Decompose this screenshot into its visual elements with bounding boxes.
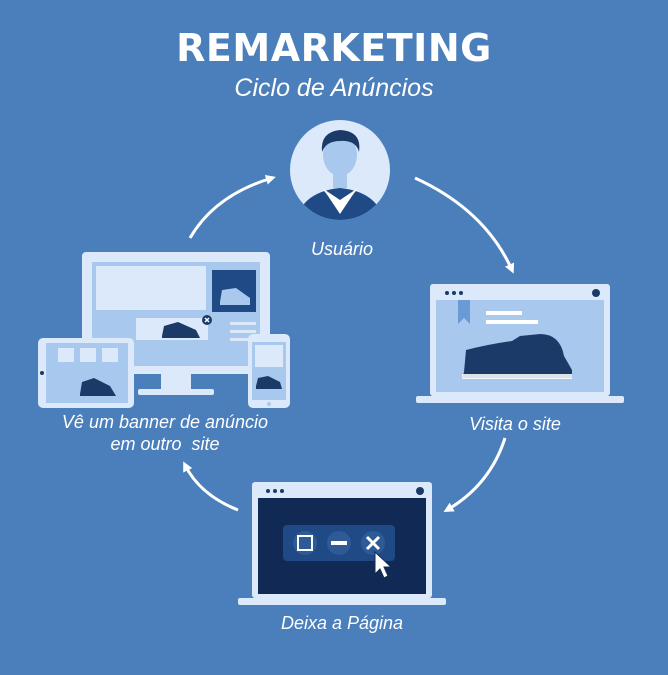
step-label-banner-line1: Vê um banner de anúncio	[61, 412, 269, 432]
maximize-icon	[293, 531, 317, 555]
arrow-visit-to-leave	[443, 437, 507, 513]
arrow-banner-to-user	[188, 174, 276, 239]
arrow-leave-to-banner	[183, 461, 239, 512]
step-label-user: Usuário	[310, 239, 374, 259]
laptop-product-page-icon	[416, 284, 624, 403]
step-label-visit-site: Visita o site	[469, 414, 561, 434]
user-avatar-icon	[290, 120, 390, 220]
sneaker-icon	[462, 334, 572, 378]
diagram-title: REMARKETING	[176, 26, 492, 70]
step-label-banner: Vê um banner de anúncio em outro site	[10, 411, 320, 455]
step-label-leave-page: Deixa a Página	[280, 613, 404, 633]
multi-device-banner-icon	[38, 252, 290, 408]
diagram-subtitle: Ciclo de Anúncios	[234, 74, 434, 102]
laptop-close-window-icon	[238, 482, 446, 605]
arrow-user-to-visit	[414, 176, 515, 274]
step-label-banner-line2: em outro site	[110, 434, 220, 454]
cursor-icon	[374, 550, 393, 579]
